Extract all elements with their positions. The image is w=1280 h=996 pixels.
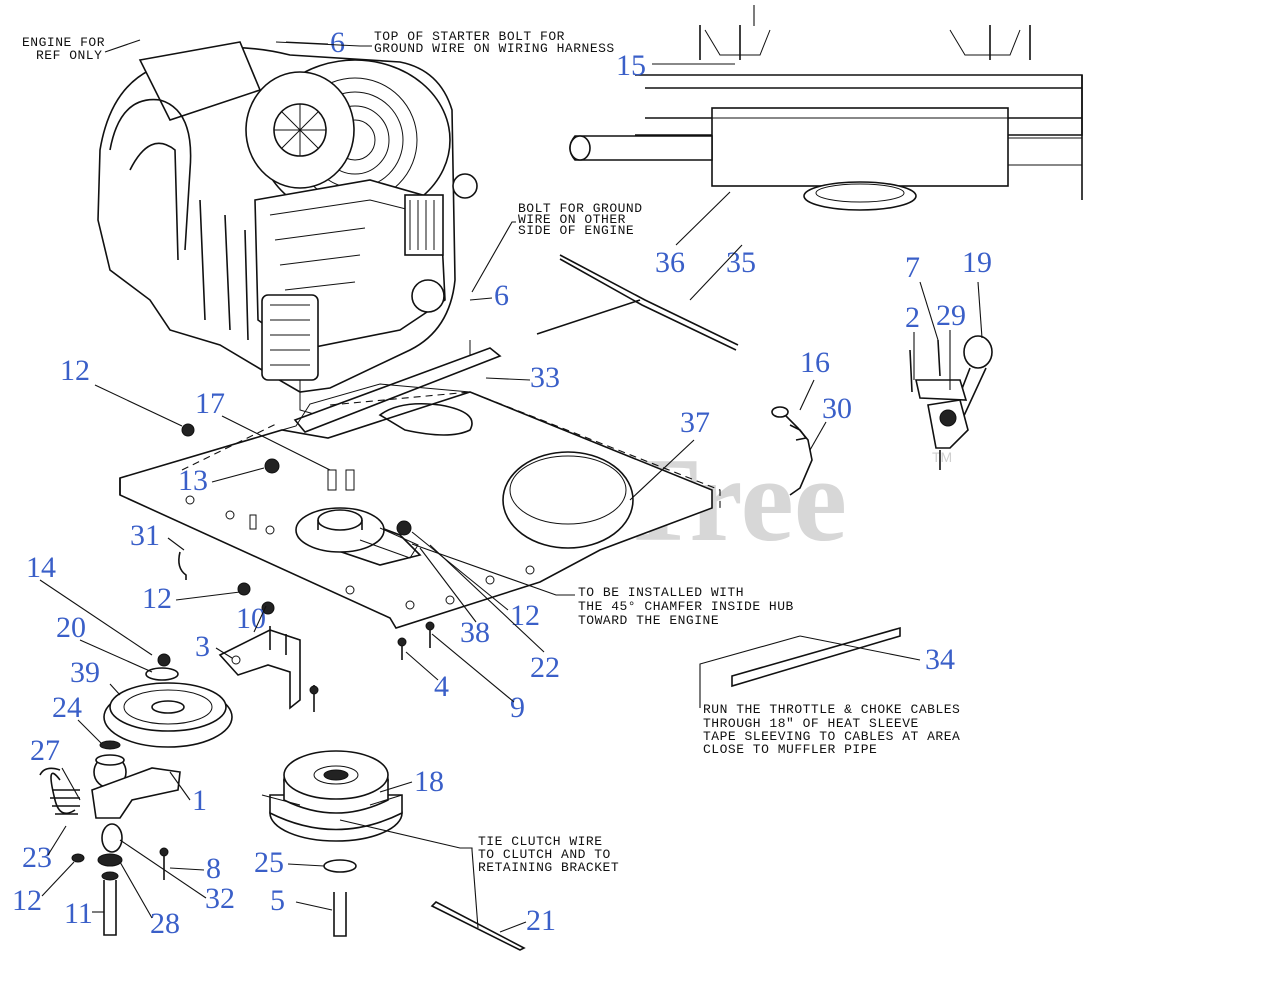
callout-25: 25 [254, 846, 284, 879]
callout-20: 20 [56, 611, 86, 644]
callout-12-top: 12 [60, 354, 90, 387]
idler-bracket [218, 626, 319, 712]
note-clutch-line3: RETAINING BRACKET [478, 860, 619, 875]
note-chamfer-line3: TOWARD THE ENGINE [578, 613, 719, 628]
note-throttle-line1: RUN THE THROTTLE & CHOKE CABLES [703, 702, 960, 717]
callout-12-right: 12 [510, 599, 540, 632]
note-starter-line1: TOP OF STARTER BOLT FOR [374, 29, 565, 44]
muffler-illustration [569, 25, 1083, 211]
callout-27: 27 [30, 734, 60, 767]
callout-32: 32 [205, 882, 235, 915]
callout-24: 24 [52, 691, 82, 724]
note-ground-line2: WIRE ON OTHER [518, 212, 626, 227]
callout-12-bottom: 12 [12, 884, 42, 917]
callout-21: 21 [526, 904, 556, 937]
callout-15: 15 [616, 49, 646, 82]
throttle-lever [909, 335, 993, 470]
note-chamfer-line1: TO BE INSTALLED WITH [578, 585, 744, 600]
callout-34: 34 [925, 643, 955, 676]
callout-13: 13 [178, 464, 208, 497]
electric-clutch [261, 750, 403, 937]
diagram-notes: ENGINE FOR REF ONLY TOP OF STARTER BOLT … [22, 29, 960, 875]
note-engine-line1: ENGINE FOR [22, 35, 105, 50]
plate-hardware [178, 423, 435, 660]
note-throttle-line4: CLOSE TO MUFFLER PIPE [703, 742, 877, 757]
callout-12-mid: 12 [142, 582, 172, 615]
callout-10: 10 [236, 602, 266, 635]
callout-9: 9 [510, 691, 525, 724]
note-clutch-line1: TIE CLUTCH WIRE [478, 834, 603, 849]
leader-lines [39, 5, 983, 933]
callout-16: 16 [800, 346, 830, 379]
callout-2: 2 [905, 301, 920, 334]
callout-37: 37 [680, 406, 710, 439]
watermark-trademark: TM [932, 449, 952, 465]
callout-28: 28 [150, 907, 180, 940]
note-throttle-line3: TAPE SLEEVING TO CABLES AT AREA [703, 729, 960, 744]
callout-17: 17 [195, 387, 225, 420]
callout-30: 30 [822, 392, 852, 425]
engine-illustration [97, 41, 502, 433]
note-starter-line2: GROUND WIRE ON WIRING HARNESS [374, 41, 615, 56]
throttle-rod [536, 254, 739, 351]
note-ground-line1: BOLT FOR GROUND [518, 201, 643, 216]
callout-19: 19 [962, 246, 992, 279]
callout-29: 29 [936, 299, 966, 332]
callout-1: 1 [192, 784, 207, 817]
callout-3: 3 [195, 630, 210, 663]
tie-wrap [430, 901, 526, 951]
callout-8: 8 [206, 852, 221, 885]
note-chamfer-line2: THE 45° CHAMFER INSIDE HUB [578, 599, 794, 614]
callout-6-side: 6 [494, 279, 509, 312]
callout-23: 23 [22, 841, 52, 874]
callout-14: 14 [26, 551, 56, 584]
callouts: 6 15 36 35 7 19 2 29 6 12 33 16 30 17 37… [12, 26, 992, 940]
callout-4: 4 [434, 670, 449, 703]
callout-11: 11 [64, 897, 93, 930]
callout-33: 33 [530, 361, 560, 394]
callout-7: 7 [905, 251, 920, 284]
callout-39: 39 [70, 656, 100, 689]
heat-sleeve [731, 626, 901, 688]
note-clutch-line2: TO CLUTCH AND TO [478, 847, 611, 862]
idler-pulley [103, 653, 233, 748]
callout-5: 5 [270, 884, 285, 917]
note-engine-line2: REF ONLY [36, 48, 102, 63]
note-throttle-line2: THROUGH 18" OF HEAT SLEEVE [703, 716, 919, 731]
callout-36: 36 [655, 246, 685, 279]
idler-arm [39, 740, 181, 936]
callout-35: 35 [726, 246, 756, 279]
callout-6-top: 6 [330, 26, 345, 59]
callout-18: 18 [414, 765, 444, 798]
note-ground-line3: SIDE OF ENGINE [518, 223, 634, 238]
callout-22: 22 [530, 651, 560, 684]
mounting-plate [119, 383, 721, 629]
callout-31: 31 [130, 519, 160, 552]
